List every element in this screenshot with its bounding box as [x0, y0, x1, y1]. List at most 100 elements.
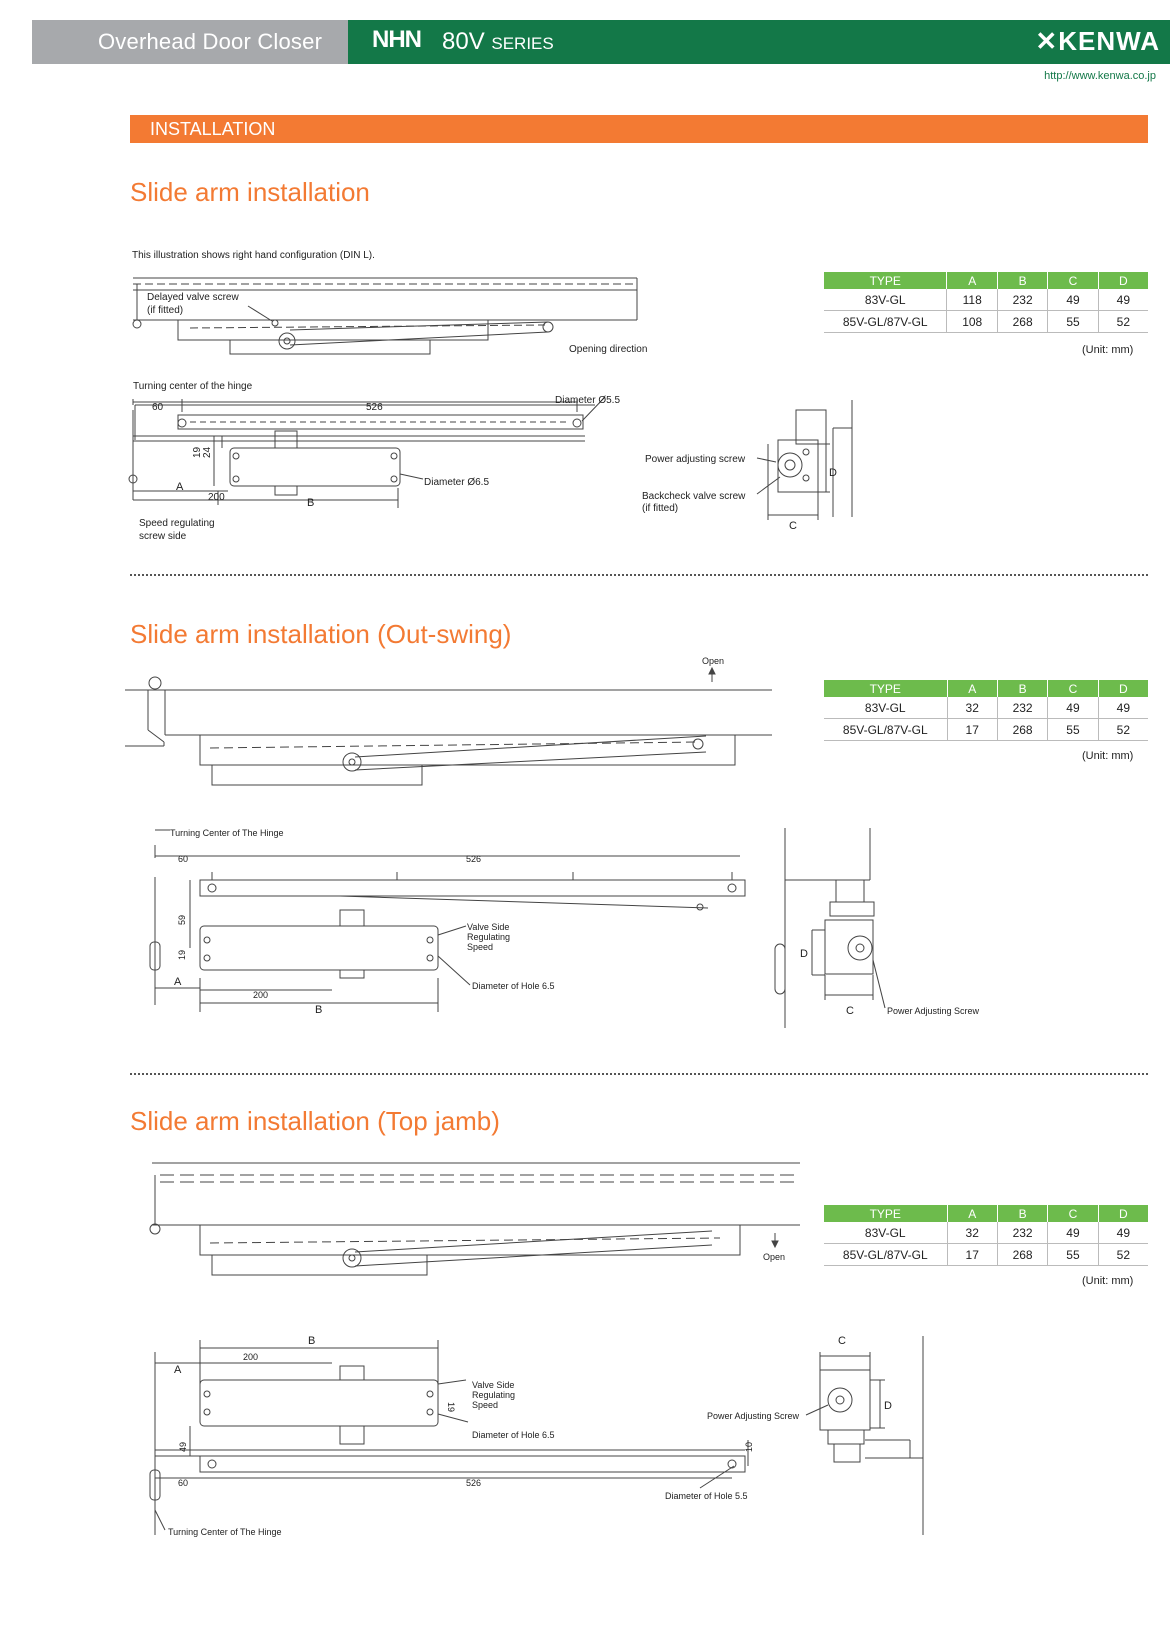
s1-label-backcheck: Backcheck valve screw	[642, 491, 746, 502]
cell-c: 49	[1047, 697, 1099, 719]
th-a: A	[947, 1205, 998, 1222]
th-c: C	[1047, 1205, 1099, 1222]
s2-label-59: 59	[177, 915, 187, 925]
table-row: 83V-GL 32 232 49 49	[824, 697, 1148, 719]
s1-label-delayed-fit: (if fitted)	[147, 305, 183, 316]
s2-label-d: D	[800, 948, 808, 960]
cell-b: 268	[997, 718, 1049, 741]
header-url-link[interactable]: http://www.kenwa.co.jp	[1044, 70, 1156, 82]
cell-type: 83V-GL	[824, 289, 948, 311]
th-d: D	[1098, 1205, 1148, 1222]
table-row: 85V-GL/87V-GL 108 268 55 52	[824, 310, 1148, 333]
cell-b: 232	[997, 289, 1049, 311]
section-1-dimension-table: TYPE A B C D 83V-GL 118 232 49 49 85V-GL…	[824, 272, 1148, 333]
divider-1	[130, 574, 1148, 576]
cell-c: 55	[1047, 1243, 1099, 1266]
divider-2	[130, 1073, 1148, 1075]
s1-label-a: A	[176, 481, 184, 493]
s2-label-19: 19	[177, 950, 187, 960]
header-series: 80V SERIES	[442, 28, 554, 56]
s2-label-c: C	[846, 1005, 854, 1017]
cell-c: 55	[1047, 310, 1099, 333]
section-3-title: Slide arm installation (Top jamb)	[130, 1106, 500, 1136]
s3-label-open: Open	[763, 1252, 785, 1262]
s3-label-526: 526	[466, 1478, 481, 1488]
s2-label-turning: Turning Center of The Hinge	[170, 828, 284, 838]
s1-label-b: B	[307, 497, 314, 509]
cell-b: 268	[997, 1243, 1049, 1266]
header-product-band: Overhead Door Closer	[32, 20, 348, 64]
s3-label-b: B	[308, 1335, 315, 1347]
section-1-unit: (Unit: mm)	[1082, 344, 1134, 356]
kenwa-logo-icon: ✕	[1035, 26, 1059, 56]
s2-label-power: Power Adjusting Screw	[887, 1006, 980, 1016]
section-3-dimension-table: TYPE A B C D 83V-GL 32 232 49 49 85V-GL/…	[824, 1205, 1148, 1266]
cell-d: 52	[1098, 718, 1148, 741]
cell-d: 52	[1098, 310, 1148, 333]
s3-label-60: 60	[178, 1478, 188, 1488]
header-series-band: NHN 80V SERIES ✕KENWA	[348, 20, 1170, 64]
section-2-unit: (Unit: mm)	[1082, 750, 1134, 762]
s1-label-c: C	[789, 520, 797, 532]
installation-bar: INSTALLATION	[130, 115, 1148, 143]
cell-a: 32	[947, 697, 998, 719]
cell-d: 52	[1098, 1243, 1148, 1266]
th-b: B	[997, 680, 1049, 697]
section-1-note: This illustration shows right hand confi…	[132, 250, 375, 261]
header-brand-logo: NHN	[372, 26, 422, 53]
s3-label-19: 19	[446, 1402, 456, 1412]
s1-label-dia65: Diameter Ø6.5	[424, 477, 489, 488]
s1-label-dia55: Diameter Ø5.5	[555, 395, 620, 406]
s3-label-a: A	[174, 1364, 182, 1376]
cell-c: 49	[1047, 1222, 1099, 1244]
kenwa-logo: ✕KENWA	[1035, 26, 1160, 57]
th-d: D	[1098, 272, 1148, 289]
s2-label-valve3: Speed	[467, 942, 493, 952]
s2-label-60: 60	[178, 854, 188, 864]
th-c: C	[1047, 272, 1099, 289]
s2-dimension-view	[149, 829, 746, 1012]
s3-label-10: 10	[744, 1442, 754, 1452]
header-product-title: Overhead Door Closer	[98, 29, 323, 54]
kenwa-logo-text: KENWA	[1058, 26, 1160, 56]
cell-c: 49	[1047, 289, 1099, 311]
s1-top-view	[132, 277, 638, 355]
s1-label-speed2: screw side	[139, 531, 187, 542]
s3-label-valve1: Valve Side	[472, 1380, 514, 1390]
cell-type: 85V-GL/87V-GL	[824, 718, 948, 741]
th-type: TYPE	[824, 272, 948, 289]
cell-a: 17	[947, 718, 998, 741]
section-1-title: Slide arm installation	[130, 177, 370, 207]
s1-label-delayed: Delayed valve screw	[147, 292, 239, 303]
s3-label-hole55: Diameter of Hole 5.5	[665, 1491, 748, 1501]
cell-a: 108	[946, 310, 998, 333]
s1-side-view	[756, 400, 853, 520]
th-type: TYPE	[824, 1205, 948, 1222]
s3-label-200: 200	[243, 1352, 258, 1362]
cell-d: 49	[1098, 697, 1148, 719]
s1-label-60: 60	[152, 402, 164, 413]
th-a: A	[947, 680, 998, 697]
s3-label-c: C	[838, 1335, 846, 1347]
cell-a: 17	[947, 1243, 998, 1266]
s2-label-526: 526	[466, 854, 481, 864]
series-number: 80V	[442, 28, 485, 55]
installation-bar-label: INSTALLATION	[150, 119, 276, 139]
s1-label-526: 526	[366, 402, 383, 413]
table-row: 83V-GL 32 232 49 49	[824, 1222, 1148, 1244]
s1-label-d: D	[829, 467, 837, 479]
s3-top-view	[149, 1162, 800, 1276]
s2-label-hole65: Diameter of Hole 6.5	[472, 981, 555, 991]
series-word: SERIES	[491, 34, 554, 53]
s3-label-hole65: Diameter of Hole 6.5	[472, 1430, 555, 1440]
th-b: B	[997, 272, 1049, 289]
s2-side-view	[774, 828, 886, 1028]
s2-top-view	[125, 666, 772, 786]
cell-type: 85V-GL/87V-GL	[824, 1243, 948, 1266]
s3-label-valve2: Regulating	[472, 1390, 515, 1400]
section-2-dimension-table: TYPE A B C D 83V-GL 32 232 49 49 85V-GL/…	[824, 680, 1148, 741]
cell-d: 49	[1098, 289, 1148, 311]
drawing-labels: Delayed valve screw (if fitted) Opening …	[133, 292, 980, 1537]
s1-label-backcheck-fit: (if fitted)	[642, 503, 678, 514]
